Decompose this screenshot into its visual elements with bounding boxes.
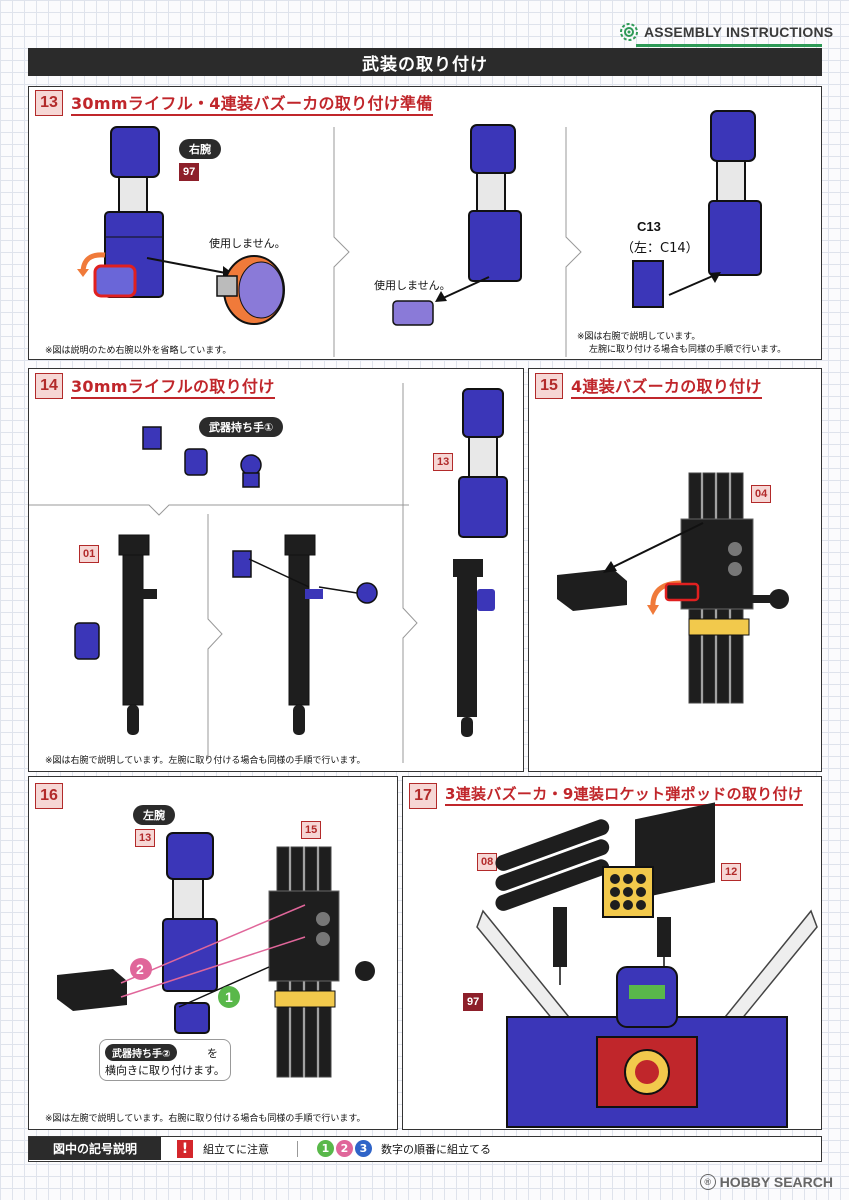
weapon-hand-parts [142,426,262,488]
part-13-tag-step14: 13 [433,453,454,471]
callout-text-1: を [207,1047,218,1060]
step-13-title: 30mmライフル・4連装バズーカの取り付け準備 [71,90,433,116]
brand-text: ASSEMBLY INSTRUCTIONS [644,24,834,40]
not-used-label-2: 使用しません。 [374,279,451,292]
four-barrel-bazooka-illustration [680,472,789,704]
step-14-divider-b [402,383,418,763]
step-14-note: ※図は右腕で説明しています。左腕に取り付ける場合も同様の手順で行います。 [45,756,366,766]
order-circle-1 [218,986,240,1008]
hand-parts-step-2 [232,550,378,604]
blue-hand-part-1 [74,622,100,660]
order-1-label: 1 [225,989,233,1005]
hand-unit-part [216,255,285,325]
order-mark-3-text: 3 [359,1142,368,1155]
step-13-note-1: ※図は説明のため右腕以外を省略しています。 [45,346,232,356]
step-16-note: ※図は左腕で説明しています。右腕に取り付ける場合も同様の手順で行います。 [45,1114,366,1124]
section-title: 武装の取り付け [28,48,822,76]
right-arm-illustration-3 [708,110,762,276]
robot-torso-illustration [476,909,818,1128]
part-c14-label: （左：C14） [621,241,699,256]
caution-text: 組立てに注意 [203,1143,269,1156]
part-97-tag-step17: 97 [463,993,484,1011]
part-12-tag: 12 [721,863,742,881]
header-underline [636,44,822,47]
part-01-tag: 01 [79,545,100,563]
bracket-attach-arrow [603,522,704,573]
part-08-tag: 08 [477,853,498,871]
brand-header: ASSEMBLY INSTRUCTIONS [620,20,833,44]
arm-with-rifle-illustration [453,388,508,737]
bracket-part [557,569,627,611]
step-14-number: 14 [35,373,63,399]
pin-part [392,300,434,326]
order-2-label: 2 [136,961,144,977]
rocket-pod-illustration [602,802,715,975]
legend-key: 図中の記号説明 [29,1137,161,1160]
target-logo-icon [620,23,638,41]
order-mark-1: 1 [317,1140,334,1157]
remove-arrow-icon [77,252,106,277]
legend-bar: 図中の記号説明 ! 組立てに注意 1 2 3 数字の順番に組立てる [28,1136,822,1162]
order-mark-2: 2 [336,1140,353,1157]
bazooka-illustration-step16 [268,846,375,1078]
caution-mark: ! [181,1141,189,1157]
removed-hand-part [93,264,137,298]
part-c13-label: C13 [637,219,661,234]
callout-text-2: 横向きに取り付けます。 [105,1064,225,1077]
order-mark-3: 3 [355,1140,372,1157]
legend-divider [297,1141,298,1157]
step-13-panel: 13 30mmライフル・4連装バズーカの取り付け準備 右腕 97 使用しません。… [28,86,822,360]
caution-icon: ! [177,1140,193,1158]
registered-icon: ® [699,1174,716,1190]
step-17-number: 17 [409,783,437,809]
step-13-divider-1 [333,127,350,357]
highlight-part [664,582,700,602]
order-mark-1-text: 1 [321,1142,330,1155]
step-16-panel: 16 左腕 13 15 2 1 武器持ち手② を 横向きに取り付けます。 ※図は… [28,776,398,1130]
left-arm-illustration [162,832,218,1034]
step-13-divider-2 [565,127,582,357]
not-used-label-1: 使用しません。 [209,237,286,250]
step-17-title: 3連装バズーカ・9連装ロケット弾ポッドの取り付け [445,785,804,806]
weapon-hand-2-label: 武器持ち手② [105,1044,178,1061]
step-15-panel: 15 4連装バズーカの取り付け 04 [528,368,822,772]
step-14-title: 30mmライフルの取り付け [71,373,275,399]
step-13-note-3: 左腕に取り付ける場合も同様の手順で行います。 [589,345,787,355]
order-text: 数字の順番に組立てる [381,1143,491,1156]
step-13-number: 13 [35,90,63,116]
right-arm-label: 右腕 [179,139,221,159]
bracket-part-step16 [57,969,127,1011]
footer-brand-text: HOBBY SEARCH [719,1174,833,1190]
order-mark-2-text: 2 [340,1142,349,1155]
part-15-tag: 15 [301,821,322,839]
footer-brand: ® HOBBY SEARCH [699,1174,833,1190]
cover-plate-part [632,260,664,308]
right-arm-illustration-2 [468,124,522,282]
step-15-title: 4連装バズーカの取り付け [571,373,762,399]
pin-removal-arrow [435,276,490,302]
weapon-hand-1-label: 武器持ち手① [199,417,284,437]
rifle-illustration-2 [284,534,323,735]
step-13-note-2: ※図は右腕で説明しています。 [577,332,701,342]
left-arm-label: 左腕 [133,805,175,825]
step-17-panel: 17 3連装バズーカ・9連装ロケット弾ポッドの取り付け 08 12 97 [402,776,822,1130]
part-97-tag: 97 [179,163,200,181]
step-16-number: 16 [35,783,63,809]
cover-attach-arrow [668,272,721,296]
triple-bazooka-illustration [495,819,610,985]
step-15-number: 15 [535,373,563,399]
rifle-illustration-1 [118,534,157,735]
order-circle-2 [130,958,152,980]
part-13-tag-step16: 13 [135,829,156,847]
step-14-divider-a [207,514,223,759]
part-04-tag: 04 [751,485,772,503]
step-14-panel: 14 30mmライフルの取り付け 武器持ち手① 01 13 [28,368,524,772]
step-14-top-bracket [29,504,409,516]
